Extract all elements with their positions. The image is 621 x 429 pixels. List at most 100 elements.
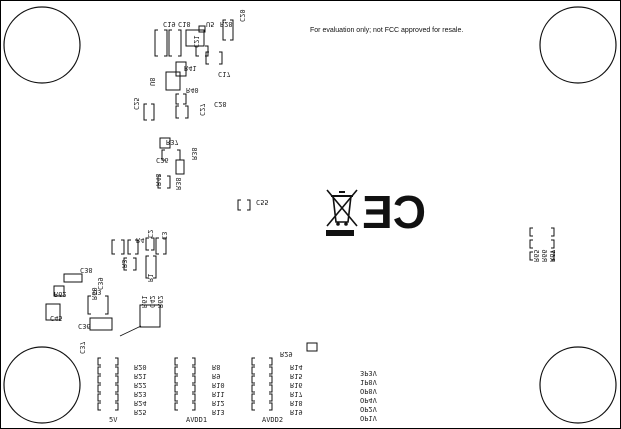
designator-r41: R41 xyxy=(184,64,197,72)
footprint-u8-body xyxy=(165,71,181,91)
designator-r12: R12 xyxy=(212,399,225,407)
designator-c36: C36 xyxy=(78,322,91,330)
designator-r40: R40 xyxy=(186,86,199,94)
footprint-c18 xyxy=(168,29,182,57)
designator-r23: R23 xyxy=(134,390,147,398)
silk-box xyxy=(139,304,161,328)
designator-c26: C26 xyxy=(156,156,169,164)
designator-r43: R43 xyxy=(154,173,162,186)
footprint-r8 xyxy=(174,357,196,366)
footprint-r66 xyxy=(529,239,555,249)
designator-r11: R11 xyxy=(212,390,225,398)
designator-r8: R8 xyxy=(212,363,220,371)
ce-mark: CE xyxy=(362,186,426,238)
designator-r38: R38 xyxy=(190,147,198,160)
mounting-hole-bottom-left xyxy=(3,346,81,424)
designator-c37: C37 xyxy=(78,341,86,354)
group-label-5v: 5V xyxy=(109,416,118,424)
mounting-hole-bottom-right xyxy=(539,346,617,424)
designator-c19: C19 xyxy=(163,20,176,28)
designator-c21: C21 xyxy=(192,35,200,48)
footprint-r3 xyxy=(123,257,137,271)
designator-r9: R9 xyxy=(212,372,220,380)
designator-r65: R65 xyxy=(532,249,540,262)
footprint-r22 xyxy=(97,375,119,384)
footprint-r9 xyxy=(174,366,196,375)
designator-r24: R24 xyxy=(134,399,147,407)
designator-c38: C38 xyxy=(80,266,93,274)
footprint-r19 xyxy=(251,402,273,411)
footprint-c19 xyxy=(154,29,168,57)
designator-c3: C3 xyxy=(160,232,168,240)
footprint-c2 xyxy=(145,237,155,251)
footprint-r37 xyxy=(159,137,171,149)
footprint-r16 xyxy=(251,375,273,384)
footprint-c25 xyxy=(143,103,155,121)
designator-r29: R29 xyxy=(280,350,293,358)
footprint-r65 xyxy=(529,251,555,261)
designator-u3: U3 xyxy=(93,288,101,296)
designator-r28: R28 xyxy=(220,20,233,28)
footprint-c20 xyxy=(222,19,234,41)
designator-c28: C28 xyxy=(214,100,227,108)
footprint-r20 xyxy=(97,357,119,366)
footprint-r29 xyxy=(306,342,318,352)
designator-bx3: R62 xyxy=(156,295,164,308)
designator-c39: C39 xyxy=(96,277,104,290)
designator-u8: U8 xyxy=(148,78,156,86)
footprint-r1 xyxy=(145,255,157,279)
footprint-c3 xyxy=(155,237,167,255)
designator-r3: R3 xyxy=(120,260,128,268)
footprint-r23 xyxy=(97,384,119,393)
designator-r16: R16 xyxy=(290,381,303,389)
designator-r18: R18 xyxy=(290,399,303,407)
designator-r13: R13 xyxy=(212,408,225,416)
designator-c27: C27 xyxy=(198,103,206,116)
designator-r66: R66 xyxy=(540,249,548,262)
designator-bx2: C42 xyxy=(148,295,156,308)
designator-r4: R4 xyxy=(136,236,144,244)
footprint-c55 xyxy=(237,199,251,211)
designator-r25: R25 xyxy=(134,408,147,416)
designator-r14: R14 xyxy=(290,363,303,371)
footprint-r4-left xyxy=(111,239,125,255)
designator-c55: C55 xyxy=(256,198,269,206)
designator-c18: C18 xyxy=(178,20,191,28)
footprint-r38 xyxy=(175,159,185,175)
designator-r19: R19 xyxy=(290,408,303,416)
group-label-avdd2: AVDD2 xyxy=(262,416,283,424)
designator-r15: R15 xyxy=(290,372,303,380)
footprint-r15 xyxy=(251,366,273,375)
mounting-hole-top-left xyxy=(3,6,81,84)
footprint-u3 xyxy=(87,295,109,315)
net-label-op4v: OP4V xyxy=(360,396,378,404)
component-footprints xyxy=(45,19,555,411)
footprint-r12 xyxy=(174,393,196,402)
designator-r10: R10 xyxy=(212,381,225,389)
footprint-c38 xyxy=(63,273,83,283)
designator-r22: R22 xyxy=(134,381,147,389)
footprint-r4-right xyxy=(127,239,139,255)
footprint-r18 xyxy=(251,393,273,402)
footprint-c17 xyxy=(205,51,223,65)
footprint-r10 xyxy=(174,375,196,384)
mounting-hole-top-right xyxy=(539,6,617,84)
footprint-r28 xyxy=(198,25,206,33)
weee-bin-icon xyxy=(326,189,358,236)
designator-r60: R60 xyxy=(90,287,98,300)
designator-r62: R62 xyxy=(54,290,67,298)
designator-c20: C20 xyxy=(238,9,246,22)
designator-bx1: R61 xyxy=(140,295,148,308)
net-label-1p8v: 1P8V xyxy=(360,378,378,386)
footprint-r67 xyxy=(529,227,555,237)
designator-r37: R37 xyxy=(166,138,179,146)
footprint-u5 xyxy=(185,29,205,47)
footprint-r41 xyxy=(175,61,187,77)
footprint-c45 xyxy=(45,303,61,321)
footprint-r62 xyxy=(53,285,65,297)
designator-r17: R17 xyxy=(290,390,303,398)
